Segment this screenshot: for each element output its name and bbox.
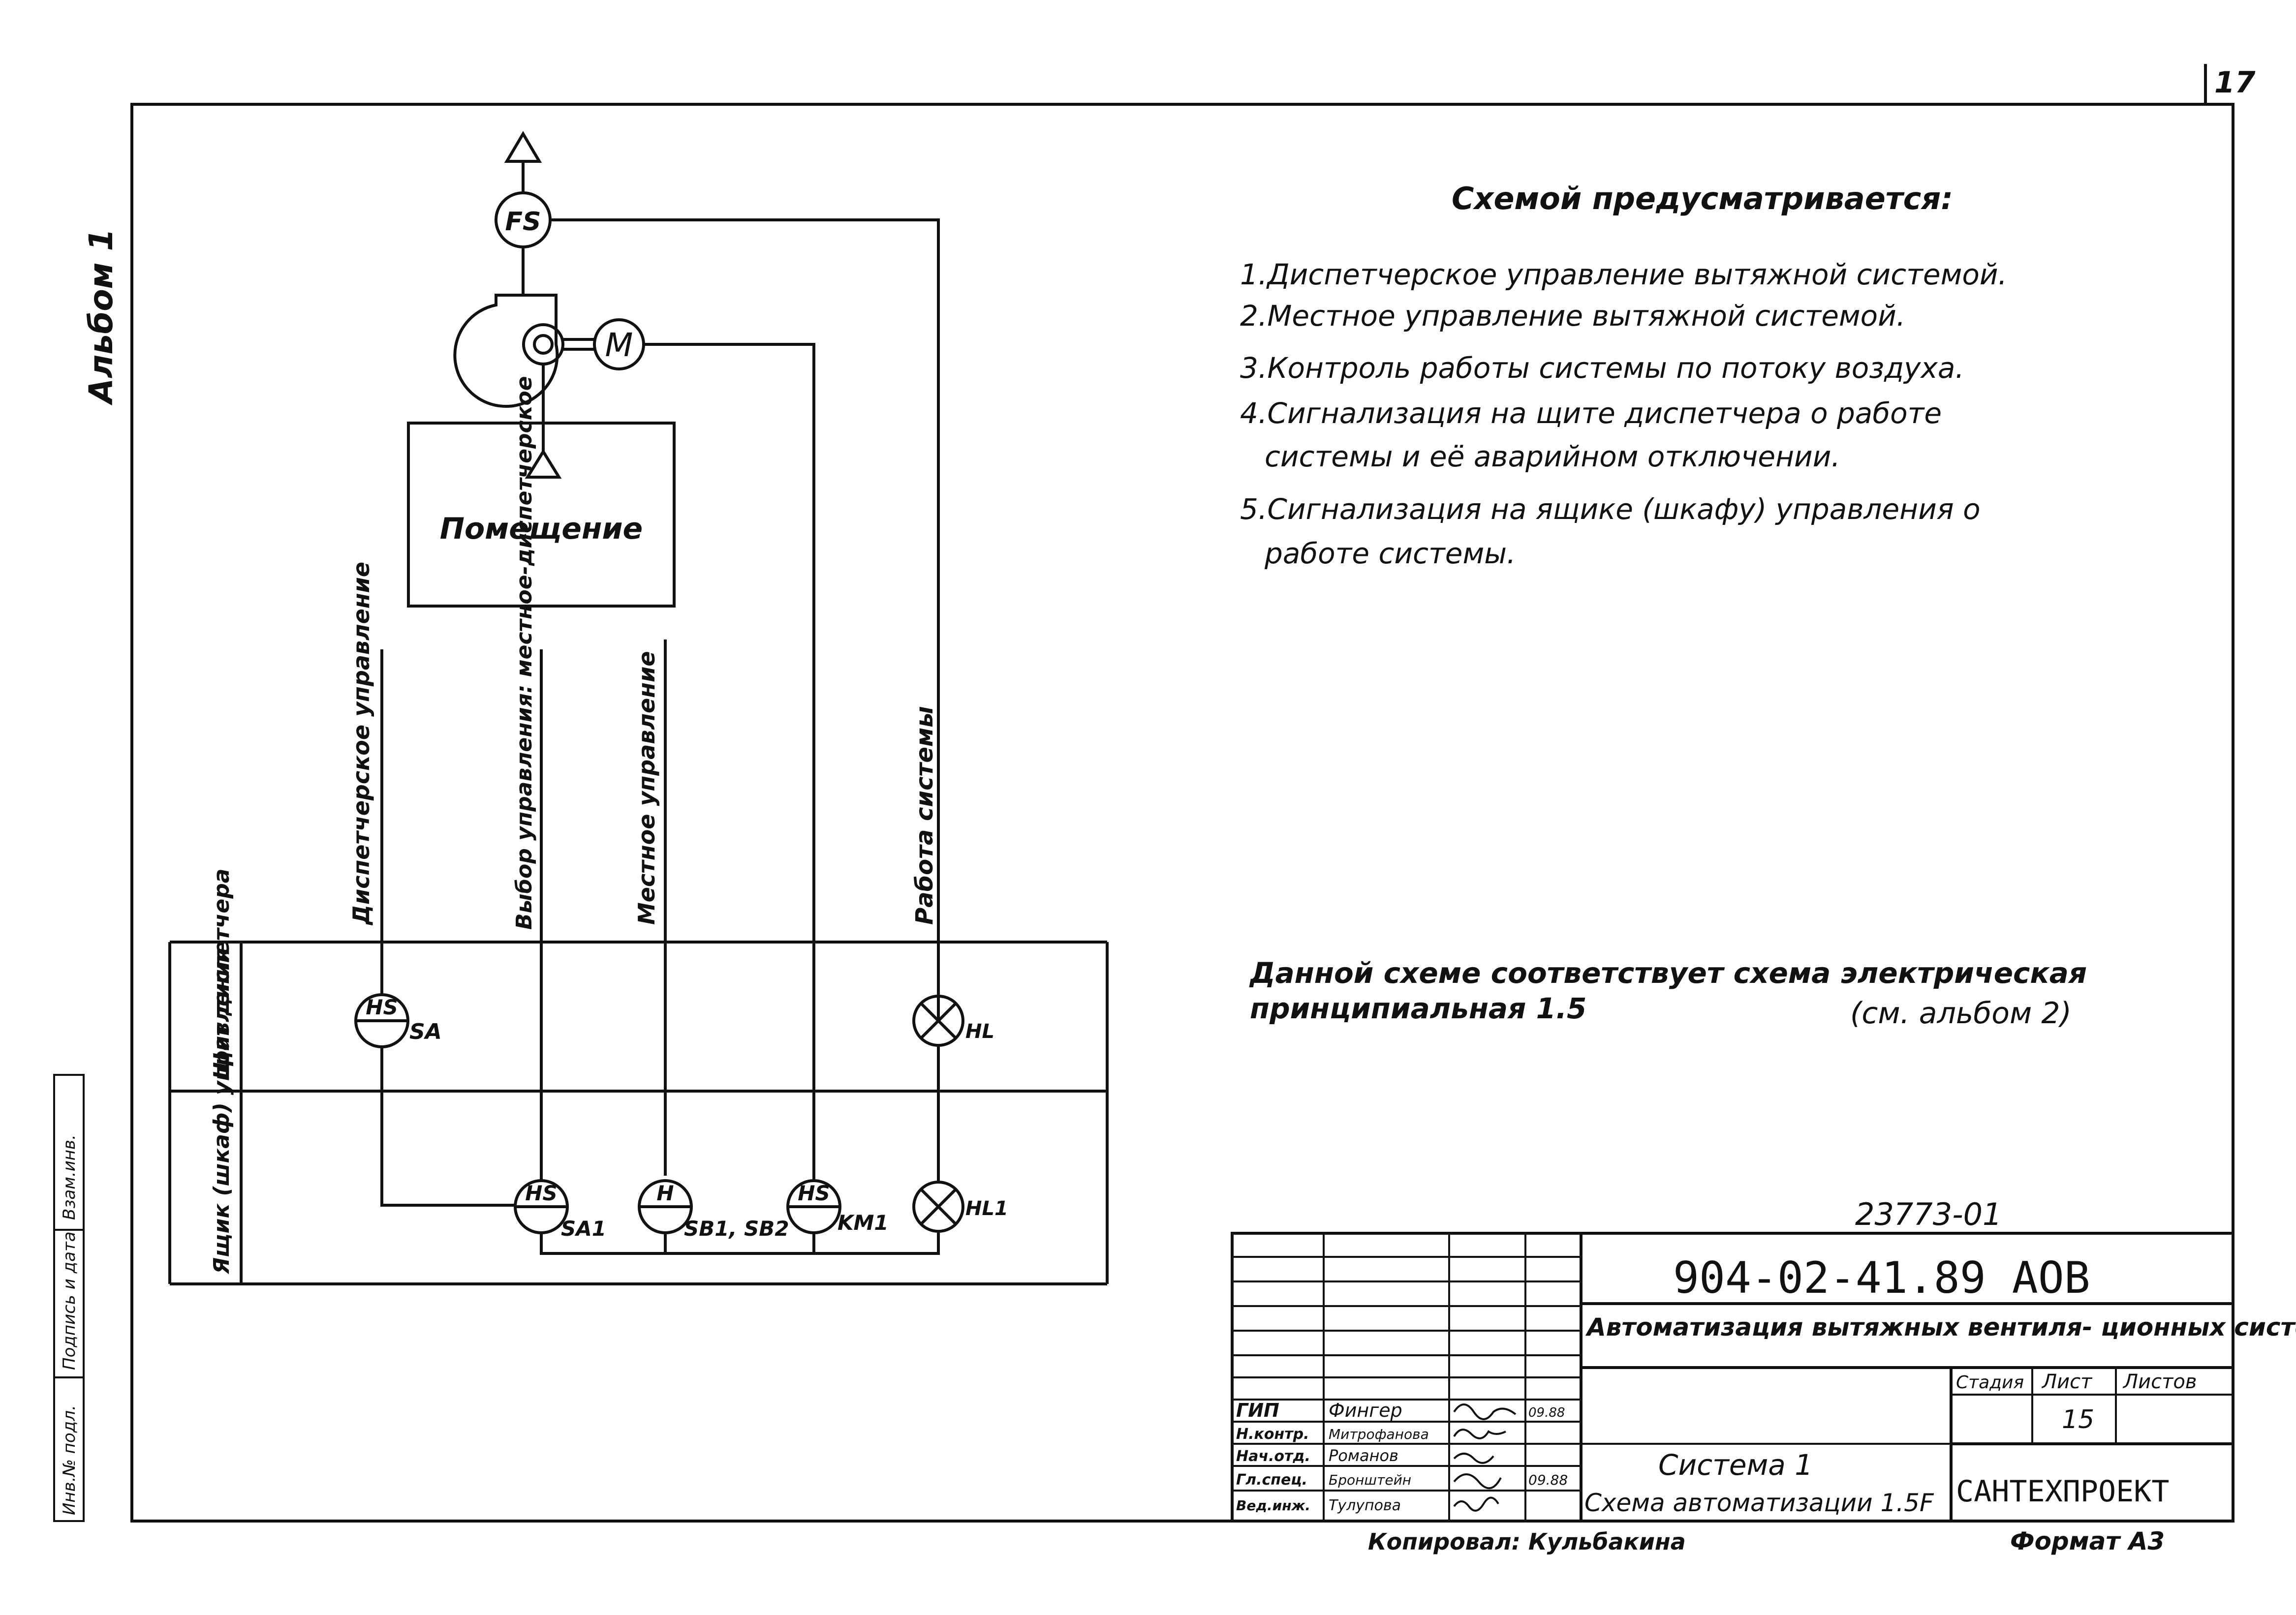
signal-label-dispatcher: Диспетчерское управление bbox=[348, 562, 374, 926]
staff-role-1: Н.контр. bbox=[1236, 1426, 1309, 1443]
sheet-frame bbox=[130, 103, 2234, 1523]
staff-name-0: Фингер bbox=[1329, 1400, 1402, 1421]
device-sa1-tag: SA1 bbox=[561, 1217, 606, 1241]
side-stamp: Инв.№ подл. Подпись и дата Взам.инв. bbox=[53, 1074, 85, 1522]
rows-grid bbox=[168, 941, 1109, 1285]
wire-flow-sensor bbox=[550, 218, 940, 1021]
exhaust-arrow-icon bbox=[504, 131, 542, 193]
note-4-cont: системы и её аварийном отключении. bbox=[1265, 440, 1840, 473]
drawing-title-1: Система 1 bbox=[1658, 1448, 1813, 1482]
staff-date-3: 09.88 bbox=[1528, 1472, 1568, 1488]
staff-name-4: Тулупова bbox=[1329, 1497, 1401, 1514]
staff-role-0: ГИП bbox=[1236, 1400, 1279, 1421]
device-km1-symbol: HS bbox=[798, 1181, 830, 1205]
copied-by: Копировал: Кульбакина bbox=[1368, 1528, 1686, 1555]
note-1: 1.Диспетчерское управление вытяжной сист… bbox=[1240, 258, 2007, 291]
stamp-signature-date: Подпись и дата bbox=[60, 1231, 79, 1370]
signature-scribbles bbox=[1453, 1403, 1517, 1512]
staff-date-0: 09.88 bbox=[1528, 1405, 1565, 1420]
note-3: 3.Контроль работы системы по потоку возд… bbox=[1240, 351, 1964, 385]
wire-sa-bus bbox=[380, 1047, 515, 1207]
row-label-dispatcher-panel: Щит диспетчера bbox=[209, 869, 234, 1080]
note-5: 5.Сигнализация на ящике (шкафу) управлен… bbox=[1240, 492, 1981, 526]
format-label: Формат А3 bbox=[2010, 1527, 2165, 1555]
device-sa-symbol: HS bbox=[366, 995, 398, 1019]
lamp-hl1-tag: HL1 bbox=[965, 1197, 1008, 1220]
device-km1: HS KM1 bbox=[786, 1179, 889, 1235]
sheet-number: 17 bbox=[2214, 65, 2256, 100]
organization-name: САНТЕХПРОЕКТ bbox=[1956, 1474, 2169, 1509]
stamp-inv-number: Инв.№ подл. bbox=[60, 1405, 79, 1515]
row-label-control-box: Ящик (шкаф) управления bbox=[209, 947, 234, 1275]
flow-sensor-label: FS bbox=[505, 207, 541, 237]
staff-name-2: Романов bbox=[1329, 1446, 1398, 1465]
sheet-header: Лист bbox=[2041, 1371, 2093, 1393]
reference-line-1: Данной схеме соответствует схема электри… bbox=[1249, 956, 2087, 990]
lamp-hl1-icon: HL1 bbox=[912, 1181, 1008, 1233]
device-sb-tag: SB1, SB2 bbox=[684, 1217, 789, 1241]
device-sb-symbol: H bbox=[656, 1181, 674, 1205]
signal-label-mode: Выбор управления: местное-диспетчерское bbox=[512, 376, 537, 930]
wire-motor bbox=[644, 343, 815, 1181]
device-sa1: HS SA1 bbox=[514, 1179, 606, 1241]
device-sa: HS SA bbox=[354, 993, 442, 1048]
note-2: 2.Местное управление вытяжной системой. bbox=[1240, 299, 1905, 333]
room-label: Помещение bbox=[440, 512, 643, 546]
project-title: Автоматизация вытяжных вентиля- ционных … bbox=[1585, 1313, 2296, 1341]
signal-label-local: Местное управление bbox=[633, 651, 660, 925]
sheets-header: Листов bbox=[2122, 1371, 2197, 1393]
room-box bbox=[407, 422, 676, 608]
doc-code: 904-02-41.89 АОВ bbox=[1673, 1252, 2090, 1303]
notes-heading: Схемой предусматривается: bbox=[1452, 181, 1953, 216]
archive-number: 23773-01 bbox=[1855, 1196, 2002, 1232]
device-sb1-sb2: H SB1, SB2 bbox=[638, 1179, 789, 1241]
note-4: 4.Сигнализация на щите диспетчера о рабо… bbox=[1240, 396, 1942, 430]
reference-line-3: (см. альбом 2) bbox=[1850, 996, 2072, 1031]
title-block-frame bbox=[1231, 1232, 2234, 1523]
lamp-hl-tag: HL bbox=[965, 1020, 994, 1043]
fan-icon bbox=[453, 294, 564, 408]
signal-label-run: Работа системы bbox=[911, 706, 938, 925]
drawing-title-2: Схема автоматизации 1.5F bbox=[1584, 1489, 1934, 1517]
device-km1-tag: KM1 bbox=[838, 1211, 889, 1235]
stage-header: Стадия bbox=[1956, 1372, 2024, 1393]
intake-arrow-icon bbox=[525, 364, 562, 479]
staff-role-4: Вед.инж. bbox=[1236, 1497, 1310, 1514]
device-sa-tag: SA bbox=[409, 1019, 442, 1044]
note-5-cont: работе системы. bbox=[1264, 537, 1516, 570]
album-label: Альбом 1 bbox=[82, 229, 120, 406]
motor-label: M bbox=[605, 326, 633, 364]
device-sa1-symbol: HS bbox=[525, 1181, 557, 1205]
staff-role-2: Нач.отд. bbox=[1236, 1448, 1310, 1465]
stamp-replacement: Взам.инв. bbox=[60, 1134, 79, 1220]
reference-line-2: принципиальная 1.5 bbox=[1250, 992, 1586, 1025]
lamp-hl-icon: HL bbox=[912, 995, 994, 1047]
staff-role-3: Гл.спец. bbox=[1236, 1471, 1307, 1489]
staff-name-1: Митрофанова bbox=[1329, 1426, 1429, 1442]
wire-bottom-bus bbox=[540, 1233, 940, 1255]
sheet-value: 15 bbox=[2062, 1405, 2094, 1434]
staff-name-3: Бронштейн bbox=[1329, 1472, 1411, 1488]
